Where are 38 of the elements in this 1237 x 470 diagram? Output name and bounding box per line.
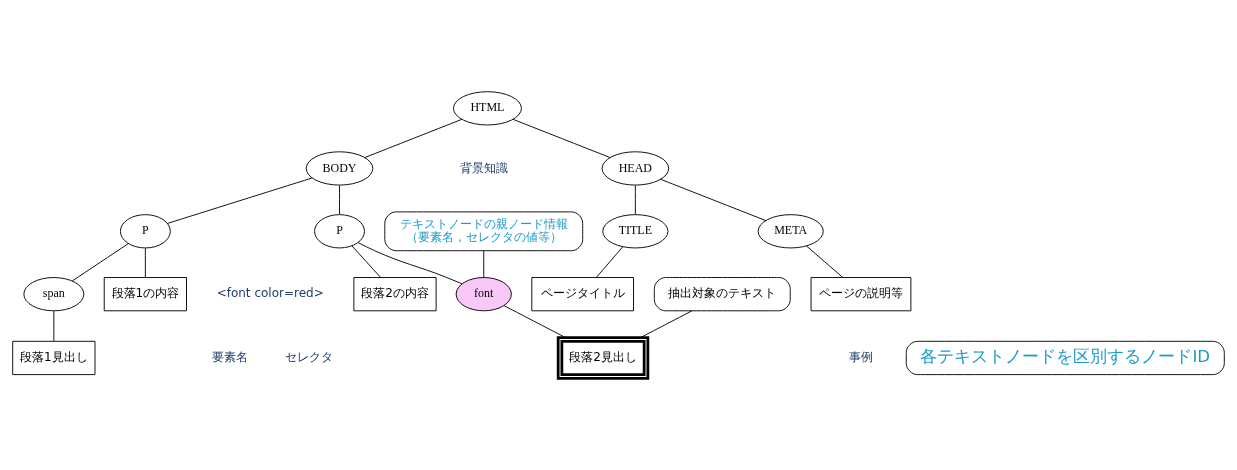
node-ellipse: P <box>119 214 171 249</box>
label: <font color=red> <box>216 286 324 301</box>
connector <box>596 246 624 278</box>
node-box: 各テキストノードを区別するノードID <box>905 340 1225 376</box>
connector <box>71 243 129 282</box>
node-box: 段落1見出し <box>12 340 96 376</box>
connector <box>660 178 767 221</box>
node-box: 段落1の内容 <box>103 277 187 312</box>
label: 事例 <box>848 350 873 365</box>
node-ellipse: BODY <box>305 151 374 186</box>
node-ellipse: HTML <box>453 91 522 126</box>
connector <box>144 247 146 278</box>
node-ellipse: TITLE <box>602 214 669 249</box>
node-ellipse: P <box>314 214 365 249</box>
label: 要素名 <box>212 350 249 365</box>
connector <box>806 245 844 278</box>
connector <box>634 184 636 215</box>
node-box: 段落2の内容 <box>353 277 437 312</box>
connector <box>640 310 693 338</box>
connector <box>351 245 381 278</box>
connector <box>512 118 611 158</box>
node-ellipse: font <box>455 277 512 312</box>
label: セレクタ <box>285 350 334 365</box>
connector <box>364 118 463 158</box>
connector <box>503 305 566 339</box>
node-ellipse: META <box>757 214 824 249</box>
node-ellipse: span <box>23 277 85 312</box>
node-box: ページの説明等 <box>810 277 912 312</box>
node-ellipse: HEAD <box>601 151 670 186</box>
node-box: 抽出対象のテキスト <box>653 277 791 312</box>
node-box: ページタイトル <box>531 277 634 312</box>
connector <box>167 177 313 224</box>
label: 背景知識 <box>459 160 508 175</box>
connector <box>483 250 485 278</box>
node-box: テキストノードの親ノード情報 （要素名，セレクタの値等） <box>384 211 584 252</box>
connector <box>53 310 55 342</box>
connector <box>339 184 340 215</box>
connector <box>357 242 463 285</box>
